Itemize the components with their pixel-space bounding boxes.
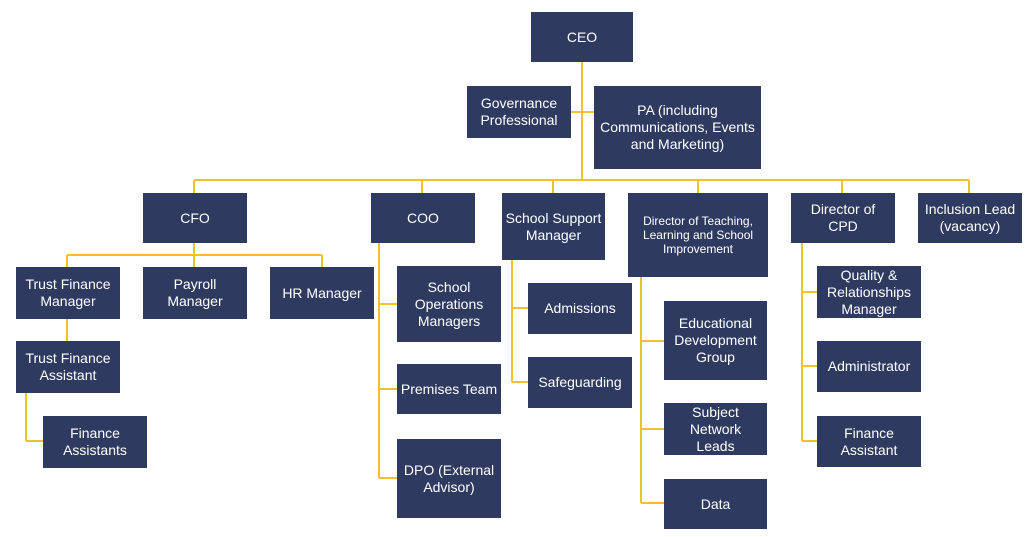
node-director-cpd: Director of CPD <box>791 193 895 243</box>
node-finance-assistant-cpd: Finance Assistant <box>817 416 921 467</box>
node-school-support-manager: School Support Manager <box>502 193 605 260</box>
node-cfo: CFO <box>143 193 247 243</box>
node-dpo: DPO (External Advisor) <box>397 439 501 518</box>
node-trust-finance-assistant: Trust Finance Assistant <box>16 341 120 393</box>
node-payroll-manager: Payroll Manager <box>143 267 247 319</box>
node-inclusion-lead: Inclusion Lead (vacancy) <box>918 193 1022 243</box>
node-director-teaching: Director of Teaching, Learning and Schoo… <box>628 193 768 277</box>
node-subject-network-leads: Subject Network Leads <box>664 403 767 455</box>
node-pa: PA (including Communications, Events and… <box>594 86 761 169</box>
node-ceo: CEO <box>531 12 633 62</box>
node-quality-relationships-manager: Quality & Relationships Manager <box>817 266 921 318</box>
node-coo: COO <box>371 193 475 243</box>
node-school-operations-managers: School Operations Managers <box>397 266 501 342</box>
node-administrator: Administrator <box>817 341 921 392</box>
node-hr-manager: HR Manager <box>270 267 374 319</box>
node-trust-finance-manager: Trust Finance Manager <box>16 267 120 319</box>
node-educational-development-group: Educational Development Group <box>664 301 767 380</box>
node-admissions: Admissions <box>528 283 632 334</box>
node-safeguarding: Safeguarding <box>528 357 632 408</box>
node-finance-assistants: Finance Assistants <box>43 416 147 468</box>
node-premises-team: Premises Team <box>397 364 501 414</box>
node-data: Data <box>664 479 767 529</box>
node-governance-professional: Governance Professional <box>467 86 571 138</box>
